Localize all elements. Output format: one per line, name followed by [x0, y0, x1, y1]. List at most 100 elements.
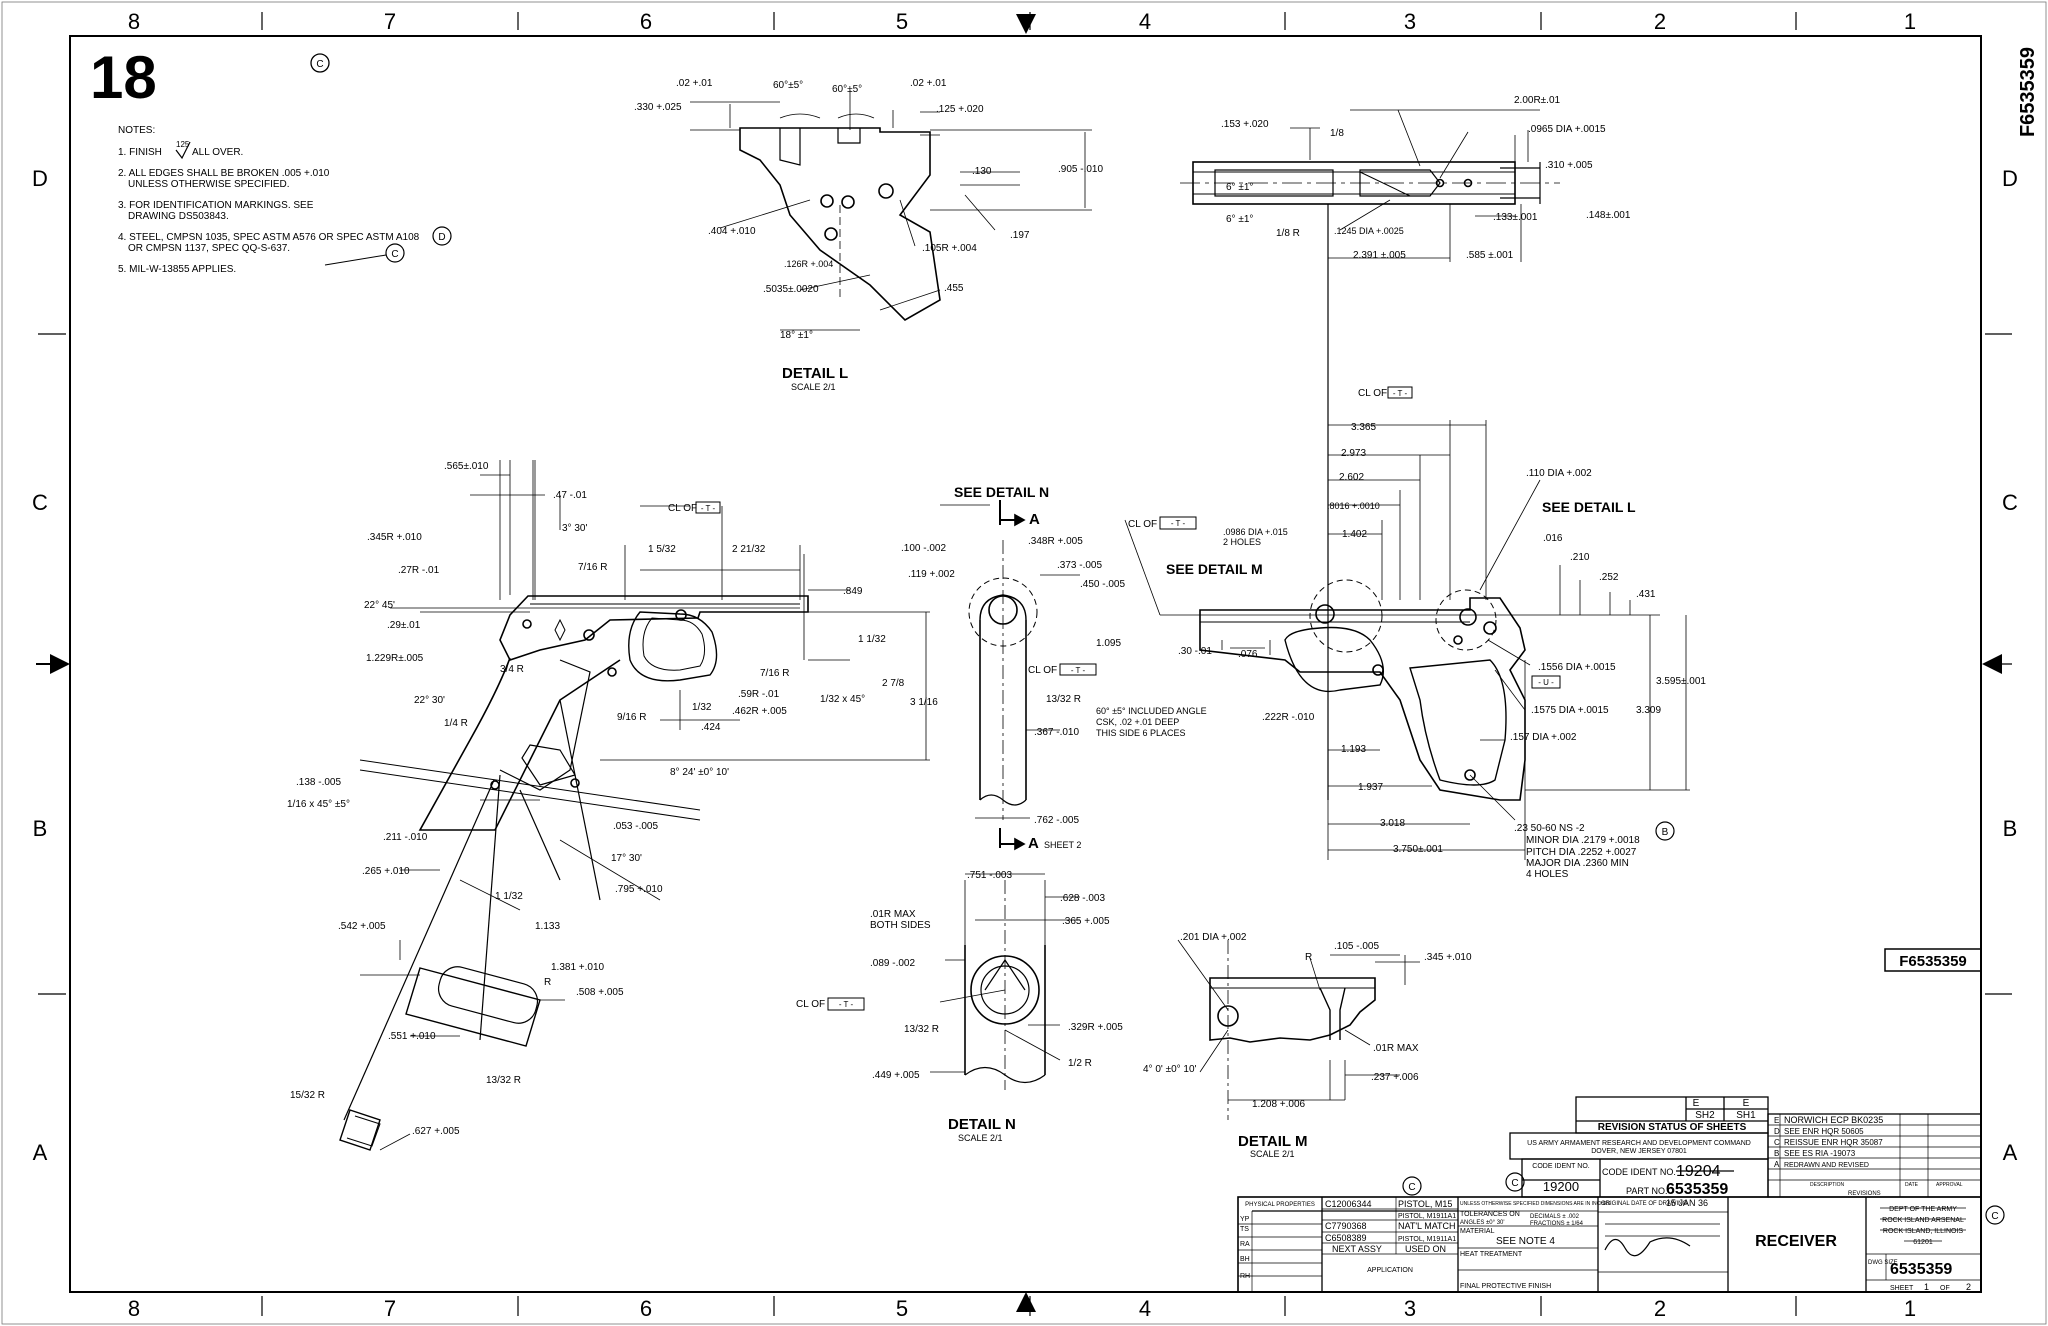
app-part: C12006344	[1325, 1199, 1372, 1209]
zone-label: 1	[1904, 1296, 1916, 1321]
svg-text:D: D	[438, 232, 445, 243]
rev-status-letter: E	[1693, 1098, 1700, 1109]
dim-label: .508 +.005	[576, 987, 624, 998]
orig-date: 15 JAN 36	[1666, 1198, 1708, 1208]
code-ident-box: 19200	[1543, 1179, 1579, 1194]
dim-label: .133±.001	[1493, 212, 1538, 223]
dim-label: .627 +.005	[412, 1126, 460, 1137]
dim-label: 13/32 R	[486, 1075, 521, 1086]
svg-text:B: B	[1662, 827, 1669, 838]
dim-label: 1.095	[1096, 638, 1121, 649]
zone-label: 2	[1654, 9, 1666, 34]
zone-label: 6	[640, 1296, 652, 1321]
dim-label: 7/16 R	[578, 562, 607, 573]
notes-block: NOTES: 1. FINISH 125 ALL OVER. 2. ALL ED…	[118, 125, 452, 275]
dim-label: .222R -.010	[1262, 712, 1315, 723]
lh-row: BH	[1240, 1256, 1250, 1263]
dim-label: .0986 DIA +.015	[1223, 527, 1288, 537]
dim-label: CL OF	[668, 503, 697, 514]
rev-desc: NORWICH ECP BK0235	[1784, 1115, 1883, 1125]
dim-label: 2.00R±.01	[1514, 95, 1561, 106]
dim-label: .565±.010	[444, 461, 489, 472]
dim-label: .105R +.004	[922, 243, 977, 254]
zone-label: 7	[384, 1296, 396, 1321]
dim-label: .27R -.01	[398, 565, 440, 576]
detail-l-dims: .02 +.01 60°±5° 60°±5° .02 +.01 .330 +.0…	[634, 78, 1103, 392]
dim-label: 3.750±.001	[1393, 844, 1443, 855]
dim-label: .404 +.010	[708, 226, 756, 237]
zone-label: 6	[640, 9, 652, 34]
zone-label: 2	[1654, 1296, 1666, 1321]
datum-t: - T -	[1071, 666, 1086, 675]
dept-line: ROCK ISLAND ARSENAL	[1882, 1217, 1964, 1224]
dim-label: .551 +.010	[388, 1031, 436, 1042]
app-part: NEXT ASSY	[1332, 1244, 1382, 1254]
detail-n-dims: .751 -.003 .628 -.003 .01R MAX BOTH SIDE…	[796, 870, 1123, 1143]
dim-label: 13/32 R	[1046, 694, 1081, 705]
dim-label: .373 -.005	[1057, 560, 1102, 571]
svg-text:C: C	[1408, 1182, 1415, 1193]
revision-circle-c: C	[310, 53, 330, 73]
dim-label: 1/8 R	[1276, 228, 1300, 239]
signature	[1604, 1237, 1691, 1257]
app-item: PISTOL, M15	[1398, 1199, 1452, 1209]
dim-label: 2.391 ±.005	[1353, 250, 1406, 261]
rev-desc: REISSUE ENR HQR 35087	[1784, 1138, 1883, 1147]
rev-status-label: REVISION STATUS OF SHEETS	[1598, 1122, 1747, 1133]
dim-label: .02 +.01	[910, 78, 947, 89]
rev-letter: E	[1774, 1116, 1779, 1125]
zone-labels-side: D C B A D C B A	[32, 166, 2018, 1165]
rev-col: DATE	[1905, 1182, 1919, 1188]
dim-label: .329R +.005	[1068, 1022, 1123, 1033]
dim-label: .5035±.0020	[763, 284, 819, 295]
dim-label: .431	[1636, 589, 1656, 600]
dim-label: 3.018	[1380, 818, 1405, 829]
drawing-id-stamp: F6535359	[1899, 953, 1967, 970]
dim-label: 3.365	[1351, 422, 1376, 433]
svg-text:C: C	[316, 59, 323, 70]
final-finish: FINAL PROTECTIVE FINISH	[1460, 1283, 1551, 1290]
dim-label: 1 1/32	[495, 891, 523, 902]
dim-label: .265 +.010	[362, 866, 410, 877]
lh-row: TS	[1240, 1226, 1249, 1233]
detail-l-scale: SCALE 2/1	[791, 382, 836, 392]
detail-l-view	[690, 90, 1092, 331]
dim-label: 1 1/32	[858, 634, 886, 645]
dim-label: .29±.01	[387, 620, 421, 631]
dim-label: 1.229R±.005	[366, 653, 424, 664]
dim-label: 2 HOLES	[1223, 537, 1261, 547]
finish-symbol	[175, 141, 191, 160]
dim-label: .1245 DIA +.0025	[1334, 226, 1404, 236]
dim-label: 3.309	[1636, 705, 1661, 716]
zone-labels-bottom: 8 7 6 5 4 3 2 1	[128, 1296, 1916, 1321]
detail-m-title: DETAIL M	[1238, 1133, 1307, 1150]
orig-date-label: ORIGINAL DATE OF DRAWING	[1601, 1201, 1687, 1207]
code-ident-label: CODE IDENT NO.	[1532, 1163, 1589, 1170]
dim-label: 2 7/8	[882, 678, 905, 689]
right-side-view	[1124, 410, 1690, 860]
lh-row: YP	[1240, 1216, 1250, 1223]
tol: TOLERANCES ON	[1460, 1211, 1520, 1218]
svg-text:C: C	[1991, 1211, 1998, 1222]
dim-label: .450 -.005	[1080, 579, 1125, 590]
lh-row: RA	[1240, 1241, 1250, 1248]
dim-label: 1/4 R	[444, 718, 468, 729]
dim-label: .100 -.002	[901, 543, 946, 554]
dim-label: MAJOR DIA .2360 MIN	[1526, 858, 1629, 869]
tol: DECIMALS ± .002	[1530, 1214, 1580, 1220]
dim-label: 1/32	[692, 702, 712, 713]
dim-label: 60°±5°	[773, 80, 803, 91]
dim-label: 1.208 +.006	[1252, 1099, 1306, 1110]
revisions-label: REVISIONS	[1848, 1191, 1881, 1197]
dim-label: .751 -.003	[967, 870, 1012, 881]
dim-label: .59R -.01	[738, 689, 780, 700]
dim-label: .30 -.01	[1178, 646, 1212, 657]
dim-label: 1.133	[535, 921, 560, 932]
datum-t: - T -	[1393, 389, 1408, 398]
dim-label: 1/16 x 45° ±5°	[287, 799, 350, 810]
top-view	[1180, 109, 1560, 800]
dim-label: 13/32 R	[904, 1024, 939, 1035]
zone-label: B	[33, 816, 48, 841]
section-a-label: A	[1028, 835, 1039, 852]
